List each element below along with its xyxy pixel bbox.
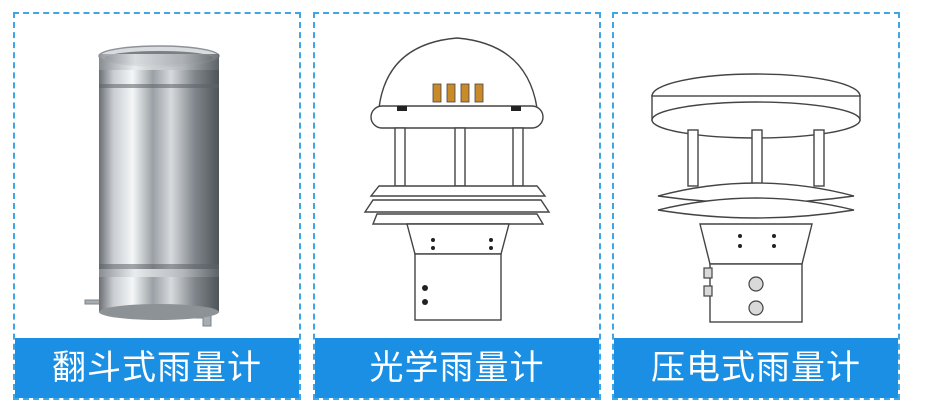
piezoelectric-rain-gauge-icon <box>651 73 861 323</box>
product-caption: 翻斗式雨量计 <box>15 338 299 398</box>
product-card-piezoelectric[interactable]: 压电式雨量计 <box>612 12 900 400</box>
product-caption: 压电式雨量计 <box>614 338 898 398</box>
tipping-bucket-rain-gauge-icon <box>84 45 220 327</box>
product-card-tipping-bucket[interactable]: 翻斗式雨量计 <box>13 12 301 400</box>
product-card-optical[interactable]: 光学雨量计 <box>313 12 601 400</box>
product-caption: 光学雨量计 <box>315 338 599 398</box>
optical-rain-gauge-icon <box>363 37 551 321</box>
